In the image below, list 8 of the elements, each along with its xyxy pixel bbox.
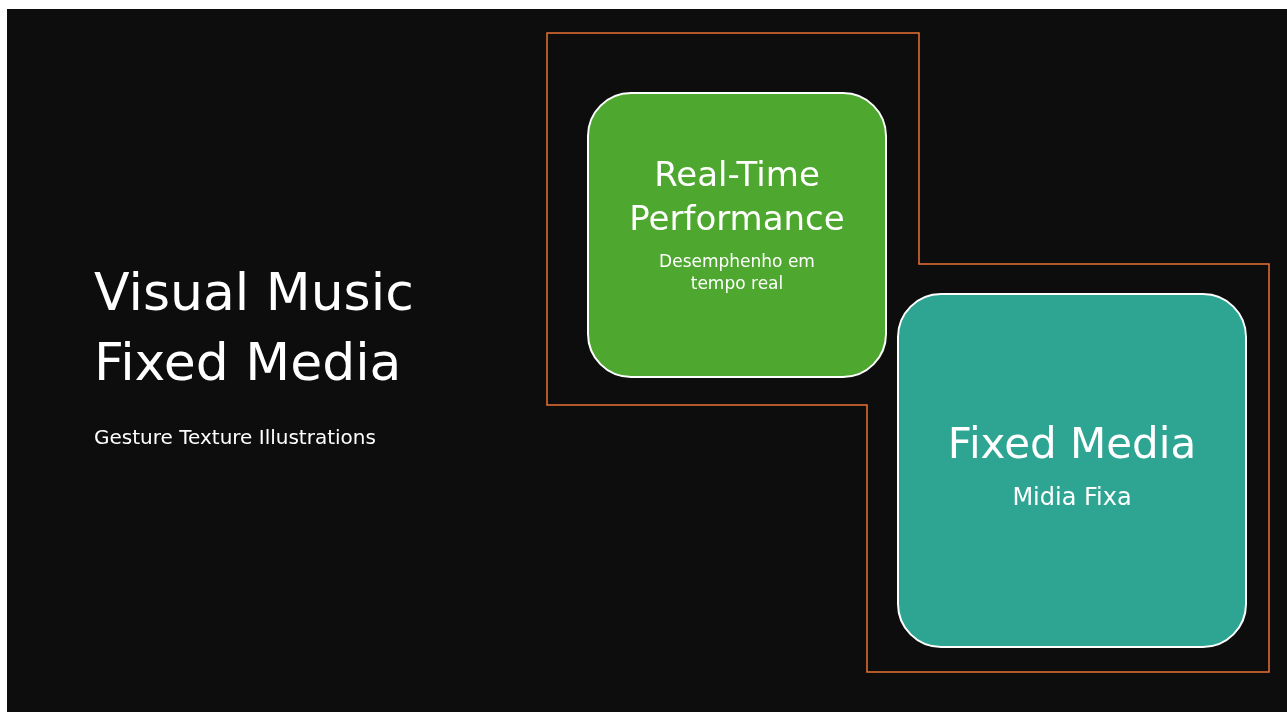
node-heading: Real-Time Performance — [628, 153, 846, 241]
subtitle: Gesture Texture Illustrations — [94, 425, 376, 449]
slide-title: Visual Music Fixed Media — [94, 261, 415, 394]
node-subheading: Desemphenho em tempo real — [658, 250, 816, 295]
rounded-box — [587, 92, 887, 378]
node-subheading: Midia Fixa — [1011, 481, 1133, 513]
rounded-box — [897, 293, 1247, 648]
node-heading: Fixed Media — [946, 418, 1198, 470]
